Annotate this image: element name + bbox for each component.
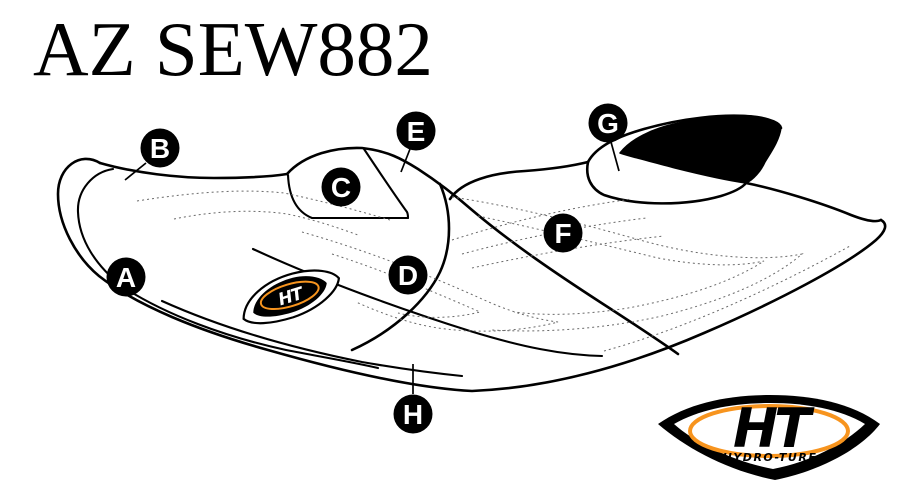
- callouts-layer: A B C D E F G H: [106, 103, 628, 434]
- stitch-rear-loop-inner: [477, 215, 765, 315]
- callout-letter-H: H: [403, 399, 423, 430]
- callout-letter-C: C: [331, 172, 351, 203]
- callout-letter-E: E: [407, 116, 426, 147]
- callout-marker-G: G: [588, 103, 628, 143]
- front-panel-top-edge: [98, 161, 289, 180]
- seat-badge-ring: [259, 280, 320, 311]
- seat-line-art: [56, 114, 887, 393]
- hydroturf-logo-monogram: HT: [733, 397, 815, 460]
- stitch-front-streak-1: [136, 190, 391, 221]
- stitch-rear-streak-1: [451, 198, 633, 241]
- callout-marker-E: E: [396, 111, 436, 151]
- hydroturf-logo: HT HYDRO-TURF: [658, 395, 880, 480]
- saddle-hump-and-rear-seam: [285, 146, 680, 356]
- callout-marker-D: D: [388, 255, 428, 295]
- tail-top-edge: [744, 181, 883, 223]
- callout-letter-F: F: [554, 218, 571, 249]
- stitch-rear-streak-3: [471, 235, 665, 269]
- seat-badge: HT: [242, 269, 341, 325]
- callout-letter-A: A: [116, 262, 136, 293]
- saddle-front-seam: [350, 182, 451, 352]
- callout-marker-H: H: [393, 394, 433, 434]
- callout-leader-B: [124, 162, 147, 181]
- callout-circle-E: [396, 111, 436, 151]
- callout-circle-B: [140, 128, 180, 168]
- callout-circle-D: [388, 255, 428, 295]
- stitch-seat-chevron-outer: [301, 231, 559, 332]
- callout-letter-G: G: [597, 108, 619, 139]
- stitch-tail-edge: [603, 245, 851, 352]
- hydroturf-logo-ring: [688, 404, 850, 458]
- saddle-panel-right-seam: [362, 147, 410, 220]
- callout-marker-A: A: [106, 257, 146, 297]
- callout-letter-D: D: [398, 260, 418, 291]
- side-band-hem-seam: [160, 299, 464, 378]
- callout-marker-F: F: [543, 213, 583, 253]
- callout-leader-E: [400, 148, 411, 173]
- callout-letter-B: B: [150, 133, 170, 164]
- rear-deck-top-edge: [448, 160, 590, 201]
- seat-outer-silhouette: [56, 157, 887, 393]
- callout-leader-G: [610, 141, 620, 172]
- callout-marker-B: B: [140, 128, 180, 168]
- part-number-title: AZ SEW882: [33, 6, 433, 92]
- nose-trim-seam: [76, 167, 380, 370]
- callout-circle-A: [106, 257, 146, 297]
- callout-circle-H: [393, 394, 433, 434]
- saddle-panel-outline: [286, 173, 410, 220]
- rear-panel-bottom-edge: [585, 160, 748, 205]
- rear-black-patch: [619, 114, 782, 184]
- hydroturf-logo-wordmark: HYDRO-TURF: [723, 451, 818, 464]
- stitch-front-streak-2: [173, 210, 359, 236]
- seat-badge-shield: [253, 276, 327, 317]
- callout-marker-C: C: [321, 167, 361, 207]
- callout-circle-F: [543, 213, 583, 253]
- callout-circle-G: [588, 103, 628, 143]
- callout-circle-C: [321, 167, 361, 207]
